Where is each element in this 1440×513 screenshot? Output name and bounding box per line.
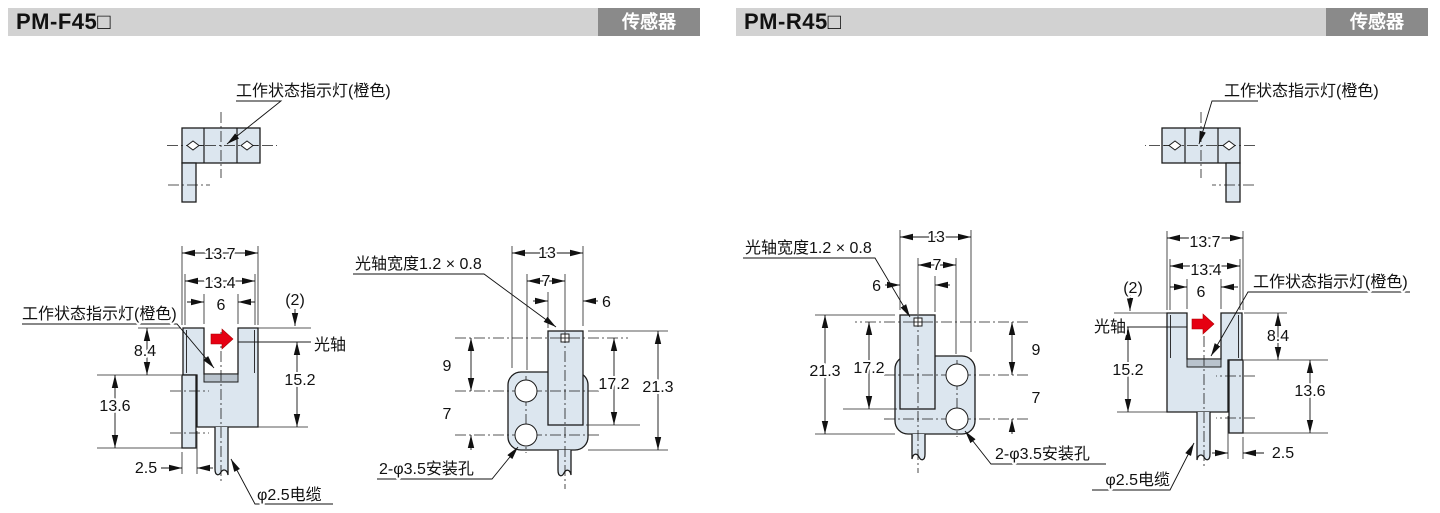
dim-overall-width: 13.7 bbox=[204, 246, 235, 263]
dim-top-offset: (2) bbox=[285, 292, 305, 309]
dim-flange-thickness: 2.5 bbox=[1272, 445, 1294, 462]
panel-header-pmr45: PM-R45□ 传感器 bbox=[736, 8, 1428, 36]
label-indicator-side: 工作状态指示灯(橙色) bbox=[22, 305, 177, 323]
drawing-set-pmf45: 工作状态指示灯(橙色) 工作状态指示灯(橙色) 13.7 13.4 6 (2) … bbox=[20, 80, 676, 506]
dim-axis-to-body-bottom: 17.2 bbox=[853, 360, 884, 377]
dim-inner-width: 13.4 bbox=[204, 275, 235, 292]
dim-axis-to-holes: 7 bbox=[933, 257, 942, 274]
model-title: PM-R45□ bbox=[744, 9, 842, 34]
label-indicator-side: 工作状态指示灯(橙色) bbox=[1253, 273, 1408, 291]
top-view bbox=[1144, 111, 1256, 203]
dim-axis-to-holes: 7 bbox=[542, 273, 551, 290]
dim-head-width: 6 bbox=[602, 294, 611, 311]
top-view bbox=[166, 111, 278, 203]
panel-header-pmf45: PM-F45□ 传感器 bbox=[8, 8, 700, 36]
label-optical-axis: 光轴 bbox=[1094, 318, 1126, 336]
dim-hole-pitch: 7 bbox=[1032, 390, 1041, 407]
dim-flange-thickness: 2.5 bbox=[135, 460, 157, 477]
dim-flange-height: 13.6 bbox=[99, 398, 130, 415]
model-title: PM-F45□ bbox=[16, 9, 112, 34]
label-cable: φ2.5电缆 bbox=[1105, 471, 1170, 489]
front-view bbox=[815, 230, 1028, 473]
sensor-badge: 传感器 bbox=[598, 8, 700, 36]
leader-lines bbox=[22, 100, 557, 505]
label-cable: φ2.5电缆 bbox=[257, 486, 322, 504]
dim-upper-height: 8.4 bbox=[1267, 328, 1289, 345]
dim-flange-height: 13.6 bbox=[1294, 383, 1325, 400]
dim-total-height: 21.3 bbox=[809, 363, 840, 380]
dim-total-height: 21.3 bbox=[642, 379, 673, 396]
dim-top-offset: (2) bbox=[1123, 280, 1143, 297]
beam-direction-arrow-icon bbox=[1191, 313, 1215, 335]
leader-lines bbox=[743, 100, 1410, 491]
label-optical-axis: 光轴 bbox=[314, 336, 346, 354]
dim-slot-width: 6 bbox=[1197, 284, 1206, 301]
label-indicator-top: 工作状态指示灯(橙色) bbox=[1224, 82, 1379, 100]
front-view bbox=[455, 246, 668, 489]
dim-axis-to-bottom: 15.2 bbox=[1112, 362, 1143, 379]
dim-axis-to-bottom: 15.2 bbox=[284, 372, 315, 389]
label-mount-holes: 2-φ3.5安装孔 bbox=[995, 445, 1090, 463]
drawing-set-pmr45: 工作状态指示灯(橙色) 工作状态指示灯(橙色) 13.7 13.4 6 (2) … bbox=[743, 80, 1410, 491]
label-mount-holes: 2-φ3.5安装孔 bbox=[379, 460, 474, 478]
label-beam-size: 光轴宽度1.2 × 0.8 bbox=[355, 255, 482, 273]
label-beam-size: 光轴宽度1.2 × 0.8 bbox=[745, 239, 872, 257]
dim-axis-to-hole1: 9 bbox=[443, 358, 452, 375]
sensor-badge: 传感器 bbox=[1326, 8, 1428, 36]
dim-slot-width: 6 bbox=[217, 297, 226, 314]
dim-front-width: 13 bbox=[927, 229, 945, 246]
beam-direction-arrow-icon bbox=[210, 328, 234, 350]
dim-hole-pitch: 7 bbox=[443, 406, 452, 423]
dim-front-width: 13 bbox=[538, 245, 556, 262]
dim-head-width: 6 bbox=[872, 278, 881, 295]
dim-upper-height: 8.4 bbox=[134, 343, 156, 360]
label-indicator-top: 工作状态指示灯(橙色) bbox=[236, 82, 391, 100]
dim-axis-to-hole1: 9 bbox=[1032, 342, 1041, 359]
dim-axis-to-body-bottom: 17.2 bbox=[598, 376, 629, 393]
dim-inner-width: 13.4 bbox=[1190, 262, 1221, 279]
dim-overall-width: 13.7 bbox=[1189, 234, 1220, 251]
